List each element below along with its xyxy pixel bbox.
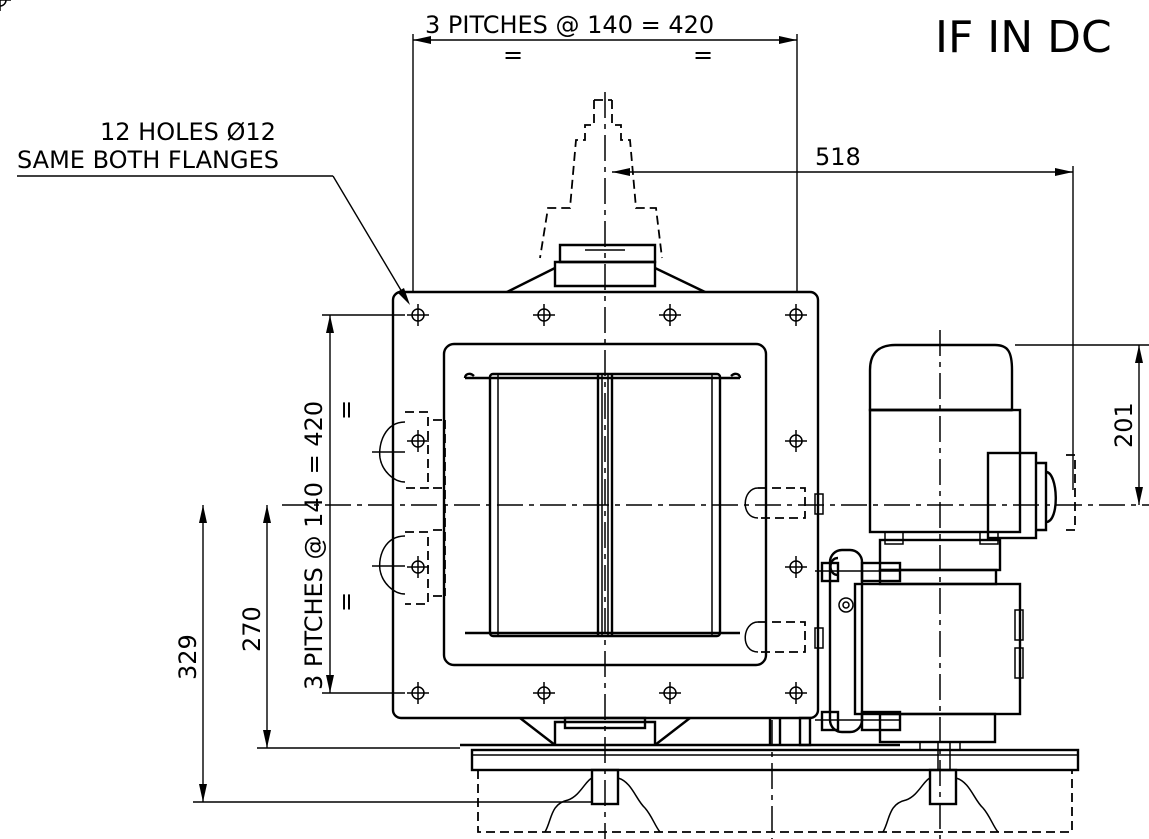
dim-518-text: 518: [815, 143, 861, 171]
left-hidden-details: [372, 411, 446, 605]
top-equal-right: =: [693, 41, 713, 69]
holes-note-line1: 12 HOLES Ø12: [100, 118, 276, 146]
side-pitch-text: 3 PITCHES @ 140 = 420: [300, 401, 328, 690]
dim-201-text: 201: [1110, 402, 1138, 448]
top-equal-left: =: [503, 41, 523, 69]
top-pitch-text: 3 PITCHES @ 140 = 420: [425, 11, 714, 39]
base-frame: [460, 716, 1080, 833]
dim-329-text: 329: [174, 634, 202, 680]
holes-note-line2: SAME BOTH FLANGES: [17, 146, 279, 174]
motor: [868, 343, 1076, 586]
dimension-518: 518: [612, 143, 1074, 490]
dimension-270: 270: [238, 505, 460, 749]
dimension-side-pitch: 3 PITCHES @ 140 = 420 = =: [300, 314, 405, 694]
centre-lines: [282, 92, 1149, 839]
dim-270-text: 270: [238, 606, 266, 652]
gearbox: [853, 582, 1024, 751]
drawing-title-partial: IF IN DC: [935, 12, 1112, 63]
side-equal-bottom: =: [332, 592, 360, 612]
chain-drive: [815, 548, 902, 734]
holes-note: 12 HOLES Ø12 SAME BOTH FLANGES: [17, 118, 410, 305]
bolt-holes: [0, 0, 808, 705]
dimension-201: 201: [1015, 344, 1149, 505]
side-equal-top: =: [332, 400, 360, 420]
inlet-outline: [506, 99, 706, 294]
dimension-top-pitch: 3 PITCHES @ 140 = 420 = =: [412, 11, 798, 292]
right-shaft-details: [744, 487, 824, 653]
dimension-329: 329: [174, 505, 592, 803]
